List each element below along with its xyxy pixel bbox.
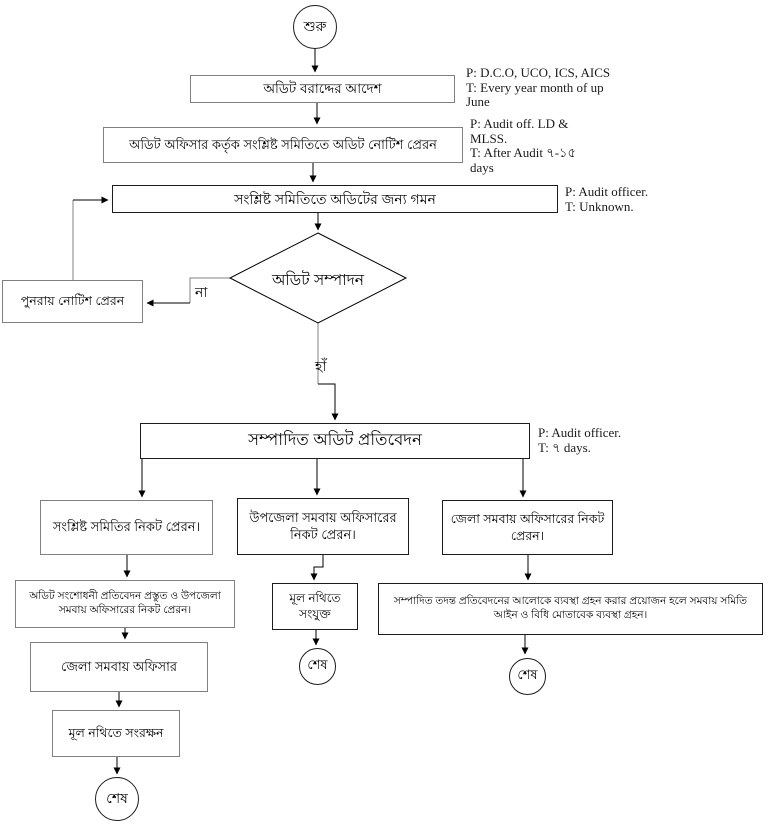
process-completed-audit-report: সম্পাদিত অডিট প্রতিবেদন [140,423,530,459]
process-district-cooperative-officer: জেলা সমবায় অফিসার [30,642,208,692]
process-attach-to-main-file: মূল নথিতে সংযুক্ত [272,583,358,630]
process-preserve-in-main-file: মূল নথিতে সংরক্ষন [52,710,180,757]
process-take-action-per-law: সম্পাদিত তদন্ত প্রতিবেদনের আলোকে ব্যবস্থ… [378,583,763,635]
terminal-end-left: শেষ [95,777,139,821]
process-resend-notice: পুনরায় নোটিশ প্রেরন [2,280,143,323]
terminal-end-right: শেষ [509,658,546,695]
process-correction-report: অডিট সংশোধনী প্রতিবেদন প্রস্তুত ও উপজেলা… [15,580,235,628]
edge-label-yes: হাঁ [315,358,327,374]
annotation-report: P: Audit officer. T: ৭ days. [538,425,622,455]
annotation-visit: P: Audit officer. T: Unknown. [565,184,649,214]
process-send-to-society: সংশ্লিষ্ট সমিতির নিকট প্রেরন। [40,500,213,555]
process-go-for-audit: সংশ্লিষ্ট সমিতিতে অডিটের জন্য গমন [112,185,558,213]
decision-diamond-shape [228,232,408,324]
process-audit-allotment-order: অডিট বরাদ্দের আদেশ [190,75,455,103]
terminal-start: শুরু [293,5,337,49]
decision-audit-execution-label: অডিট সম্পাদন [271,272,365,289]
terminal-end-middle: শেষ [299,648,336,685]
process-send-audit-notice: অডিট অফিসার কর্তৃক সংশ্লিষ্ট সমিতিতে অডি… [103,127,463,163]
annotation-allotment: P: D.C.O, UCO, ICS, AICS T: Every year m… [466,65,611,109]
edge-label-no: না [195,284,208,300]
process-send-to-district-officer: জেলা সমবায় অফিসারের নিকট প্রেরন। [442,500,613,555]
process-send-to-upazila-officer: উপজেলা সমবায় অফিসারের নিকট প্রেরন। [237,498,409,555]
annotation-notice: P: Audit off. LD & MLSS. T: After Audit … [470,116,576,175]
